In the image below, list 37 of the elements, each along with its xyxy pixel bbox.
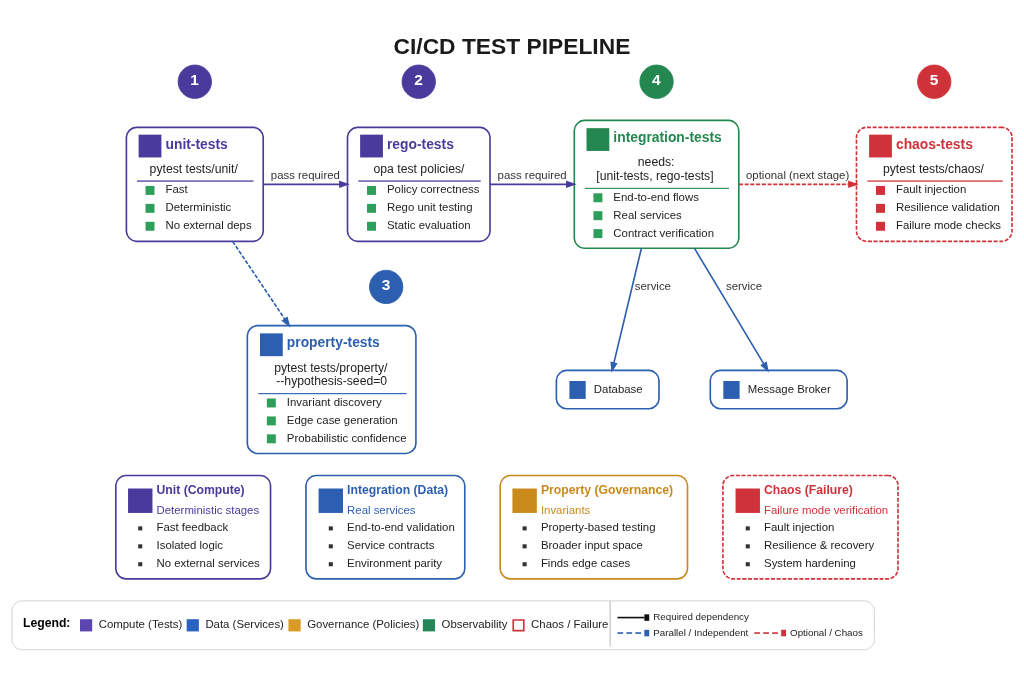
diagram-title: CI/CD TEST PIPELINE [393,32,631,59]
arrow [693,247,769,373]
arrow [262,180,350,189]
legend-label: Optional / Chaos [790,626,863,638]
node-box: integration-tests needs: [unit-tests, rego-tests] End-to-end flows Real services Contract verification [573,119,740,250]
node-circle: 4 [639,64,674,99]
arrow [610,247,643,373]
node-circle: 3 [369,269,404,305]
edge-label: optional (next stage) [746,168,850,181]
edge-label: pass required [270,168,340,181]
node-circle: 2 [401,64,436,99]
node-box: Chaos (Failure) Failure mode verification Fault injection Resilience & recovery System hardening [722,474,899,580]
legend-label: Required dependency [653,611,749,623]
legend-label: Governance (Policies) [307,618,420,631]
edge-label: service [634,279,671,292]
node-circle: 1 [177,64,212,99]
legend-label: Parallel / Independent [653,626,749,638]
node-box: property-tests pytest tests/property/ --hypothesis-seed=0 Invariant discovery Edge case generation Probabilistic confidence [246,324,417,455]
arrow [489,180,577,189]
legend-label: Chaos / Failure [531,618,609,631]
node-box: Unit (Compute) Deterministic stages Fast feedback Isolated logic No external services [115,474,272,580]
arrow [738,180,859,189]
legend-label: Compute (Tests) [98,618,183,631]
edge-label: service [726,279,763,292]
label: Legend: [22,616,71,631]
node-box: rego-tests opa test policies/ Policy correctness Rego unit testing Static evaluation [346,126,491,243]
node-box: unit-tests pytest tests/unit/ Fast Deterministic No external deps [125,126,265,243]
node-box: Database [555,369,660,410]
node-box: Message Broker [709,369,848,410]
node-box: Property (Governance) Invariants Property-based testing Broader input space Finds edge cases [499,474,689,580]
node-circle: 5 [917,64,952,99]
node-box: chaos-tests pytest tests/chaos/ Fault injection Resilience validation Failure mode checks [855,126,1013,243]
legend-label: Observability [441,618,508,631]
node-box: Integration (Data) Real services End-to-end validation Service contracts Environment parity [305,474,466,580]
edge-label: pass required [497,168,567,181]
arrow [231,240,291,328]
legend-label: Data (Services) [205,618,284,631]
